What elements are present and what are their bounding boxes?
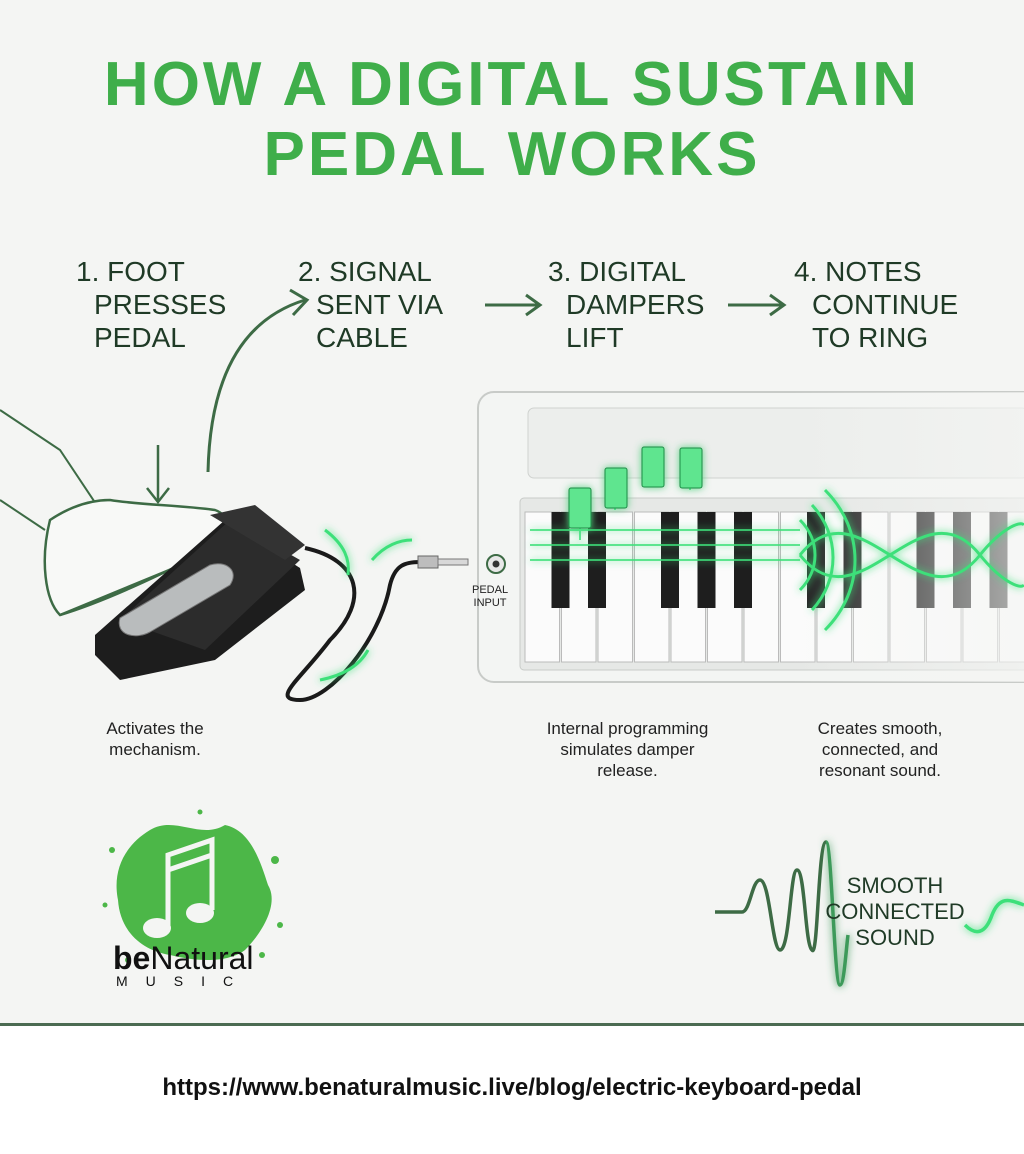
digital-keyboard-illustration (477, 391, 1024, 683)
benatural-logo-icon (102, 809, 283, 963)
dampers-lifting-illustration (530, 446, 1024, 632)
sustain-pedal-illustration (95, 505, 305, 680)
title-line-1: HOW A DIGITAL SUSTAIN (103, 50, 921, 119)
arrow-right-icon (485, 293, 543, 317)
sound-wave-icon (715, 840, 1024, 987)
arrow-down-icon (146, 445, 170, 505)
logo-sub: MUSIC (116, 973, 252, 989)
divider (0, 1023, 1024, 1026)
logo-brand-name: beNatural (113, 940, 254, 976)
illustration (0, 288, 1024, 987)
source-url: https://www.benaturalmusic.live/blog/ele… (162, 1074, 862, 1101)
arrow-right-icon (728, 293, 787, 317)
cable-illustration (285, 528, 469, 703)
curved-arrow-icon (206, 288, 310, 473)
title-line-2: PEDAL WORKS (263, 120, 761, 189)
foot-illustration (0, 409, 231, 617)
